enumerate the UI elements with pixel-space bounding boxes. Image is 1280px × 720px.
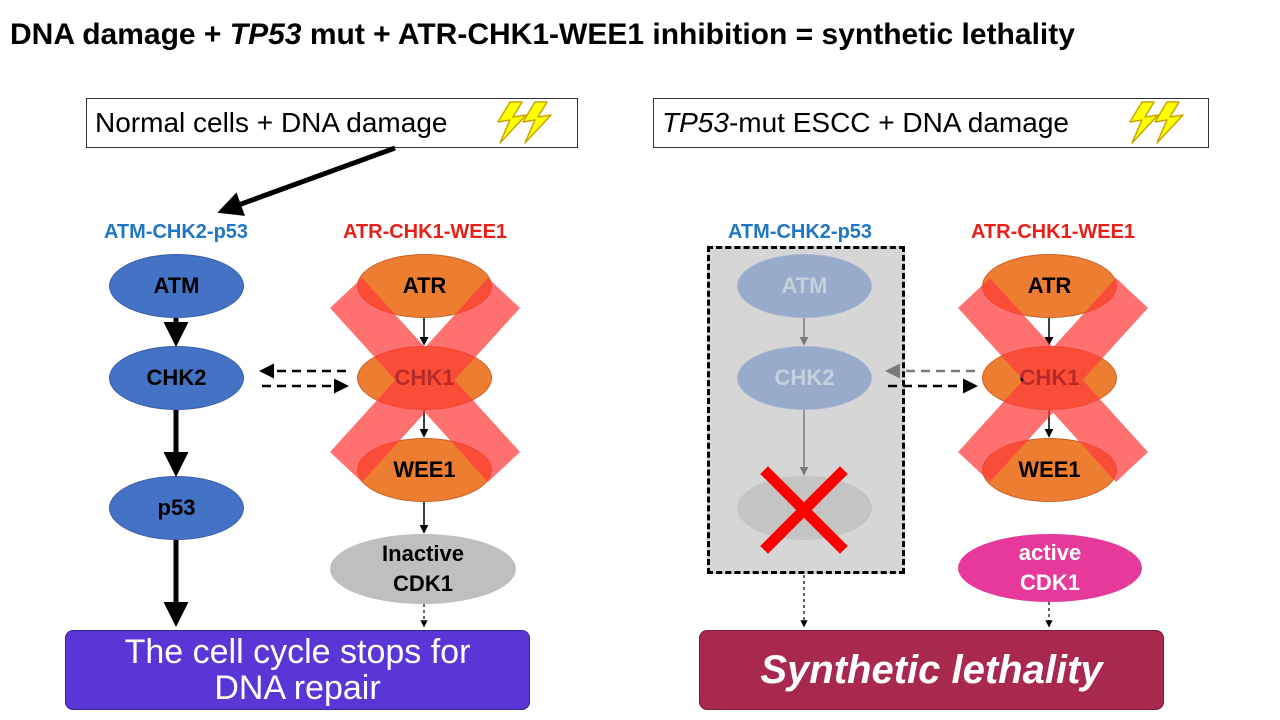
x-cross-icon xyxy=(958,278,1148,482)
node-atm-right: ATM xyxy=(737,254,872,318)
outcome-cell-cycle-stops: The cell cycle stops for DNA repair xyxy=(65,630,530,710)
node-chk2-right: CHK2 xyxy=(737,346,872,410)
cdk1-inactive-line2: CDK1 xyxy=(393,571,453,596)
cdk1-active-line1: active xyxy=(1018,540,1082,565)
x-cross-icon xyxy=(330,278,520,482)
condition-box-normal: Normal cells + DNA damage xyxy=(86,98,578,148)
condition-label-tp53: -mut ESCC + DNA damage xyxy=(728,107,1069,138)
condition-label-normal: Normal cells + DNA damage xyxy=(95,107,448,138)
outcome-synthetic-lethality: Synthetic lethality xyxy=(699,630,1164,710)
condition-box-tp53: TP53-mut ESCC + DNA damage xyxy=(653,98,1209,148)
pathway-label-atr-right: ATR-CHK1-WEE1 xyxy=(970,221,1136,243)
node-active-cdk1: active CDK1 xyxy=(958,534,1142,602)
pathway-label-atm-right: ATM-CHK2-p53 xyxy=(727,221,873,243)
title-gene: TP53 xyxy=(229,18,302,51)
pathway-label-atr-left: ATR-CHK1-WEE1 xyxy=(342,221,508,243)
title-part1: DNA damage + xyxy=(10,18,230,51)
outcome-left-line1: The cell cycle stops for xyxy=(124,633,471,671)
title-part2: mut + ATR-CHK1-WEE1 inhibition = synthet… xyxy=(301,18,1075,51)
lightning-bolt-icon xyxy=(497,101,552,144)
pathway-label-atm-left: ATM-CHK2-p53 xyxy=(103,221,249,243)
outcome-left-line2: DNA repair xyxy=(214,669,381,707)
cdk1-inactive-line1: Inactive xyxy=(382,541,464,566)
lightning-bolt-icon xyxy=(1129,101,1184,144)
x-cross-icon xyxy=(760,466,848,554)
arrow-damage-to-atm xyxy=(217,145,396,216)
node-inactive-cdk1: Inactive CDK1 xyxy=(330,534,516,604)
node-p53-left: p53 xyxy=(109,476,244,540)
page-title: DNA damage + TP53 mut + ATR-CHK1-WEE1 in… xyxy=(10,18,1075,52)
condition-gene-tp53: TP53 xyxy=(662,107,729,138)
node-chk2-left: CHK2 xyxy=(109,346,244,410)
cdk1-active-line2: CDK1 xyxy=(1020,570,1080,595)
node-atm-left: ATM xyxy=(109,254,244,318)
